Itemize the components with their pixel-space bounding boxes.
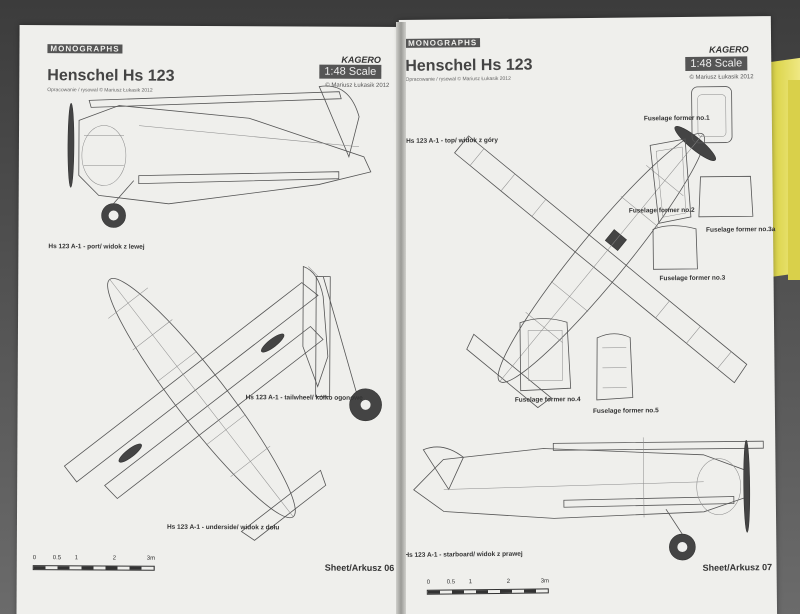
ruler-label: 1	[468, 579, 473, 586]
book-spine	[396, 22, 406, 614]
ruler-label: 0	[32, 555, 37, 562]
right-page: MONOGRAPHS Henschel Hs 123 Opracowanie /…	[398, 16, 778, 614]
ruler-label: 2	[506, 578, 511, 585]
former-label: Fuselage former no.5	[592, 407, 659, 415]
sheet-number: Sheet/Arkusz 06	[324, 562, 395, 573]
former-label: Fuselage former no.2	[628, 206, 695, 215]
former-label: Fuselage former no.3a	[705, 226, 776, 234]
ruler-label: 1	[74, 555, 79, 562]
ruler-label: 3m	[540, 578, 550, 585]
left-drawings	[63, 85, 382, 541]
former-label: Fuselage former no.3	[659, 274, 726, 283]
right-drawings	[413, 86, 764, 561]
caption-port: Hs 123 A-1 - port/ widok z lewej	[48, 243, 145, 251]
ruler-label: 0	[426, 579, 431, 586]
ruler-label: 0.5	[52, 555, 62, 562]
left-page: MONOGRAPHS Henschel Hs 123 Opracowanie /…	[16, 25, 402, 614]
caption-underside: Hs 123 A-1 - underside/ widok z dołu	[166, 523, 280, 532]
sheet-number: Sheet/Arkusz 07	[702, 562, 773, 573]
top-view-drawing	[454, 126, 748, 409]
former-label: Fuselage former no.1	[643, 114, 710, 123]
scale-ruler	[32, 565, 155, 571]
side-view-drawing	[67, 85, 372, 228]
caption-top: Hs 123 A-1 - top/ widok z góry	[406, 136, 498, 145]
yellow-box-edge	[788, 80, 800, 280]
underside-view-drawing	[63, 278, 327, 541]
ruler-label: 2	[112, 555, 117, 562]
ruler-label: 3m	[146, 555, 156, 562]
former-drawings	[519, 86, 754, 401]
former-label: Fuselage former no.4	[514, 396, 581, 404]
caption-starboard: Hs 123 A-1 - starboard/ widok z prawej	[404, 550, 523, 559]
starboard-view-drawing	[413, 437, 764, 561]
tailwheel-drawing	[302, 265, 382, 422]
caption-tailwheel: Hs 123 A-1 - tailwheel/ kółko ogonowe	[245, 394, 363, 402]
ruler-label: 0.5	[446, 579, 456, 586]
